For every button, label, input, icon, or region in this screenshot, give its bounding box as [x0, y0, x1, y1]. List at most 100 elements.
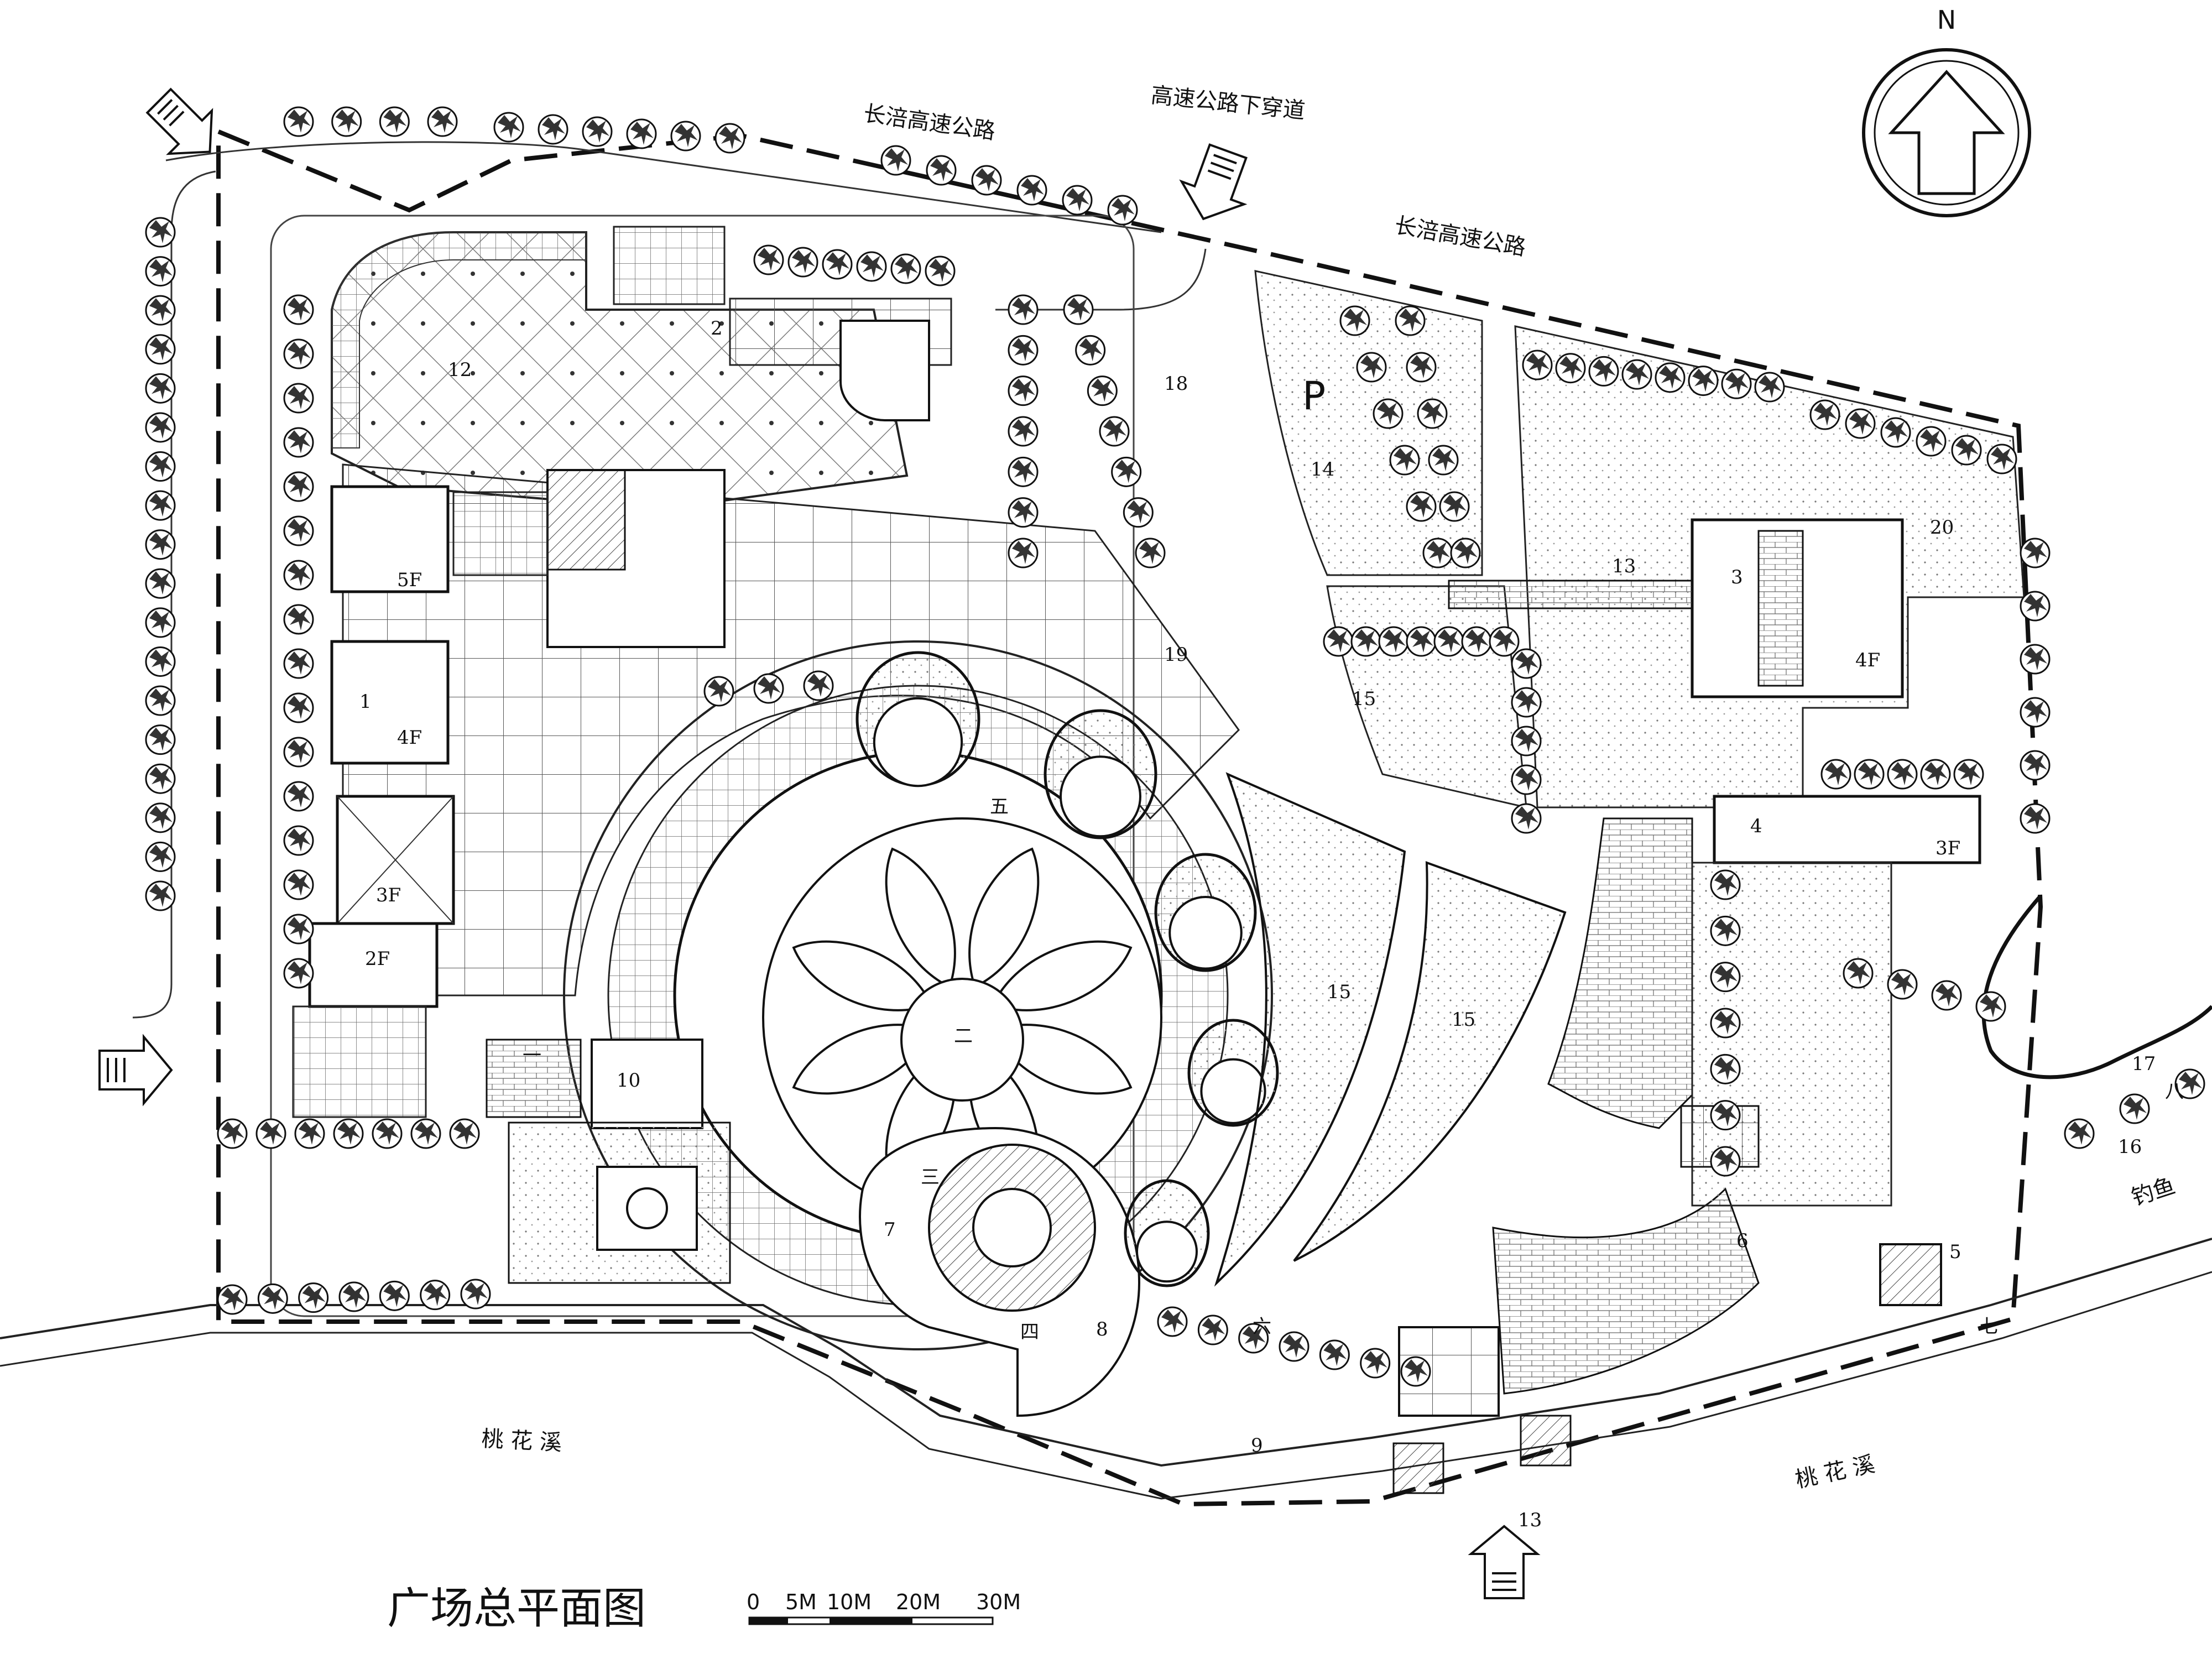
zone-number: 3 — [1731, 566, 1743, 588]
tree-icon — [1522, 349, 1553, 380]
node-label: 八 — [2165, 1081, 2184, 1103]
tree-icon — [1008, 456, 1039, 487]
courtyard-fountain — [596, 1166, 698, 1251]
courtyard-fountain-core — [626, 1187, 668, 1229]
tree-icon — [145, 607, 176, 638]
tree-icon — [1087, 375, 1118, 406]
tree-icon — [145, 841, 176, 872]
tree-icon — [1511, 803, 1542, 834]
entry-arrow-nw — [145, 87, 213, 155]
lawn-15-west — [1214, 772, 1406, 1287]
tree-icon — [1197, 1314, 1228, 1345]
tree-icon — [145, 724, 176, 755]
parking-stalls — [613, 226, 726, 305]
tree-icon — [1360, 1348, 1391, 1379]
tree-icon — [145, 802, 176, 833]
brick-terrace — [1547, 817, 1693, 1129]
north-label: N — [1937, 5, 1956, 35]
tree-icon — [2020, 644, 2051, 675]
tree-icon — [493, 112, 524, 143]
tree-icon — [1845, 408, 1876, 439]
zone-number: 1 — [359, 691, 372, 713]
zone-number: 15 — [1352, 688, 1376, 710]
tree-icon — [294, 1118, 325, 1149]
tree-icon — [145, 451, 176, 482]
scale-label: 10M — [827, 1590, 872, 1614]
river-bank-south — [0, 1271, 2212, 1500]
tree-icon — [1721, 368, 1752, 399]
plaza-tile-west — [292, 1005, 427, 1118]
tree-icon — [145, 256, 176, 287]
entry-arrow-west — [98, 1034, 173, 1107]
tree-icon — [283, 106, 314, 137]
underpass-road — [995, 248, 1207, 311]
tree-icon — [1417, 398, 1448, 429]
tree-icon — [283, 825, 314, 856]
zone-number: 18 — [1164, 373, 1188, 395]
tree-icon — [1099, 416, 1130, 447]
tree-icon — [1406, 491, 1437, 522]
zone-number: 15 — [1452, 1009, 1475, 1031]
tree-icon — [1621, 359, 1652, 390]
tree-icon — [145, 412, 176, 443]
tree-icon — [145, 217, 176, 248]
lotus-petal — [991, 1024, 1133, 1095]
oval-pond-basin — [1200, 1058, 1266, 1124]
floor-label: 4F — [397, 727, 422, 749]
tree-icon — [145, 373, 176, 404]
tree-icon — [1920, 759, 1951, 790]
tree-icon — [1511, 648, 1542, 679]
tree-icon — [1008, 416, 1039, 447]
tree-icon — [1422, 538, 1453, 568]
road-label-underpass: 高速公路下穿道 — [1150, 82, 1306, 124]
tree-icon — [1062, 185, 1093, 216]
zone-number: 19 — [1164, 644, 1188, 666]
tree-icon — [1063, 294, 1094, 325]
tree-icon — [1135, 538, 1166, 568]
oval-pond-basin — [873, 697, 963, 787]
floor-label: 2F — [365, 948, 390, 970]
zone-number: 13 — [1612, 555, 1636, 577]
tree-icon — [1008, 375, 1039, 406]
property-boundary — [216, 128, 2043, 1507]
tree-icon — [1710, 1146, 1741, 1177]
zone-number: 20 — [1930, 517, 1954, 539]
pavilion-5 — [1879, 1243, 1942, 1306]
bridge-13 — [1448, 580, 1693, 609]
tree-icon — [2020, 697, 2051, 728]
tree-icon — [2020, 803, 2051, 834]
tree-icon — [890, 253, 921, 284]
lotus-petal — [991, 940, 1133, 1011]
floor-label: 3F — [376, 884, 401, 906]
tree-icon — [1008, 497, 1039, 528]
tree-icon — [283, 604, 314, 635]
tree-icon — [1378, 626, 1409, 657]
tree-icon — [372, 1118, 403, 1149]
plaza-12-border — [331, 232, 587, 448]
tree-icon — [1279, 1331, 1310, 1362]
zone-number: 8 — [1096, 1318, 1108, 1340]
building-10 — [591, 1039, 703, 1129]
zone-number: 4 — [1750, 815, 1762, 837]
scale-bar — [748, 1616, 994, 1625]
tree-icon — [2064, 1118, 2095, 1149]
scale-label: 0 — [747, 1590, 760, 1614]
tree-icon — [283, 692, 314, 723]
zone-number: 7 — [884, 1219, 896, 1241]
oval-ponds — [855, 651, 1279, 1287]
tree-icon — [145, 646, 176, 677]
tree-icon — [145, 763, 176, 794]
tree-icon — [925, 255, 956, 286]
gate-pier-west — [1392, 1442, 1444, 1494]
tree-icon — [1389, 445, 1420, 476]
tree-icon — [1111, 456, 1142, 487]
tree-icon — [1008, 538, 1039, 568]
tree-icon — [803, 670, 834, 701]
building-3-stair — [1757, 530, 1804, 687]
tree-icon — [1433, 626, 1464, 657]
tree-icon — [1075, 335, 1106, 366]
entry-arrow-south — [1468, 1525, 1541, 1599]
zone-number: 13 — [1518, 1509, 1542, 1531]
tree-icon — [283, 958, 314, 989]
tree-icon — [626, 118, 657, 149]
